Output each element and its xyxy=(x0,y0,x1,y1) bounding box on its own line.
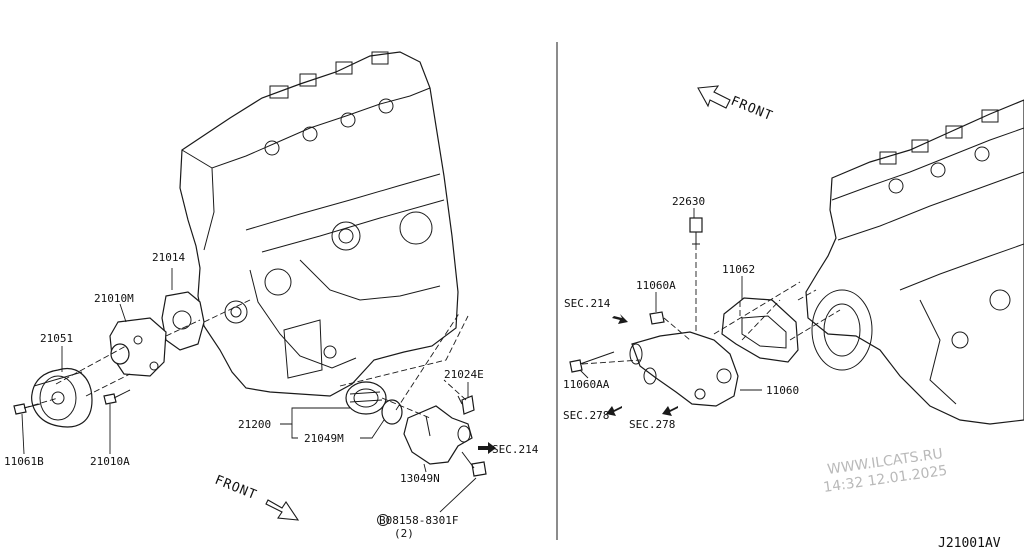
left-assembly-lines xyxy=(23,299,469,419)
left-engine-block xyxy=(179,51,459,397)
label-21014: 21014 xyxy=(152,251,185,264)
sensor-22630-shape xyxy=(689,217,703,245)
label-sec278-left: SEC.278 xyxy=(563,409,609,422)
gasket-21049M-shape xyxy=(381,399,403,425)
bolt-21010A-shape xyxy=(103,389,131,405)
leader-08158 xyxy=(439,477,477,513)
left-front-arrow-icon xyxy=(265,499,300,521)
label-11062: 11062 xyxy=(722,263,755,276)
leader-21010M xyxy=(119,303,127,323)
water-outlet-11060-shape xyxy=(629,331,739,407)
water-pump-21010M-shape xyxy=(109,317,167,377)
sensor-21024E-shape xyxy=(457,395,475,415)
label-11061B: 11061B xyxy=(4,455,44,468)
right-assembly-lines xyxy=(581,244,841,365)
label-left-sec214: SEC.214 xyxy=(492,443,539,456)
pulley-21051-shape xyxy=(31,368,93,428)
left-arrow-sec214 xyxy=(478,442,496,454)
leader-21049M xyxy=(291,419,385,439)
leader-13049N xyxy=(423,463,427,473)
label-13049N: 13049N xyxy=(400,472,440,485)
leader-11060AA xyxy=(579,369,589,379)
label-22630: 22630 xyxy=(672,195,705,208)
label-21051: 21051 xyxy=(40,332,73,345)
label-21049M: 21049M xyxy=(304,432,344,445)
bolt-11060AA-shape xyxy=(569,351,615,373)
label-bolt-ref: B08158-8301F xyxy=(379,514,458,527)
bolt-08158-shape xyxy=(461,451,487,477)
bolt-11060A-shape xyxy=(649,311,665,325)
gasket-11062-shape xyxy=(721,297,799,363)
label-21024E: 21024E xyxy=(444,368,484,381)
label-21010A: 21010A xyxy=(90,455,130,468)
label-21010M: 21010M xyxy=(94,292,134,305)
label-21200: 21200 xyxy=(238,418,271,431)
label-sec278-right: SEC.278 xyxy=(629,418,675,431)
label-right-sec214: SEC.214 xyxy=(564,297,611,310)
right-front-label: FRONT xyxy=(729,94,776,124)
label-11060AA: 11060AA xyxy=(563,378,610,391)
label-11060: 11060 xyxy=(766,384,799,397)
label-bolt-qty: (2) xyxy=(394,527,414,540)
gasket-21014-shape xyxy=(161,291,205,351)
leader-21200 xyxy=(280,407,350,425)
diagram-code: J21001AV xyxy=(938,536,1001,551)
right-front-arrow-icon xyxy=(697,85,731,109)
bolt-ref-circle xyxy=(377,514,389,526)
right-arrows xyxy=(606,314,678,416)
right-engine-block xyxy=(805,99,1024,425)
thermostat-21200-shape xyxy=(345,381,387,415)
leader-11061B xyxy=(21,413,25,455)
left-front-label: FRONT xyxy=(213,473,260,503)
thermostat-housing-13049N-shape xyxy=(403,405,473,465)
label-11060A: 11060A xyxy=(636,279,676,292)
